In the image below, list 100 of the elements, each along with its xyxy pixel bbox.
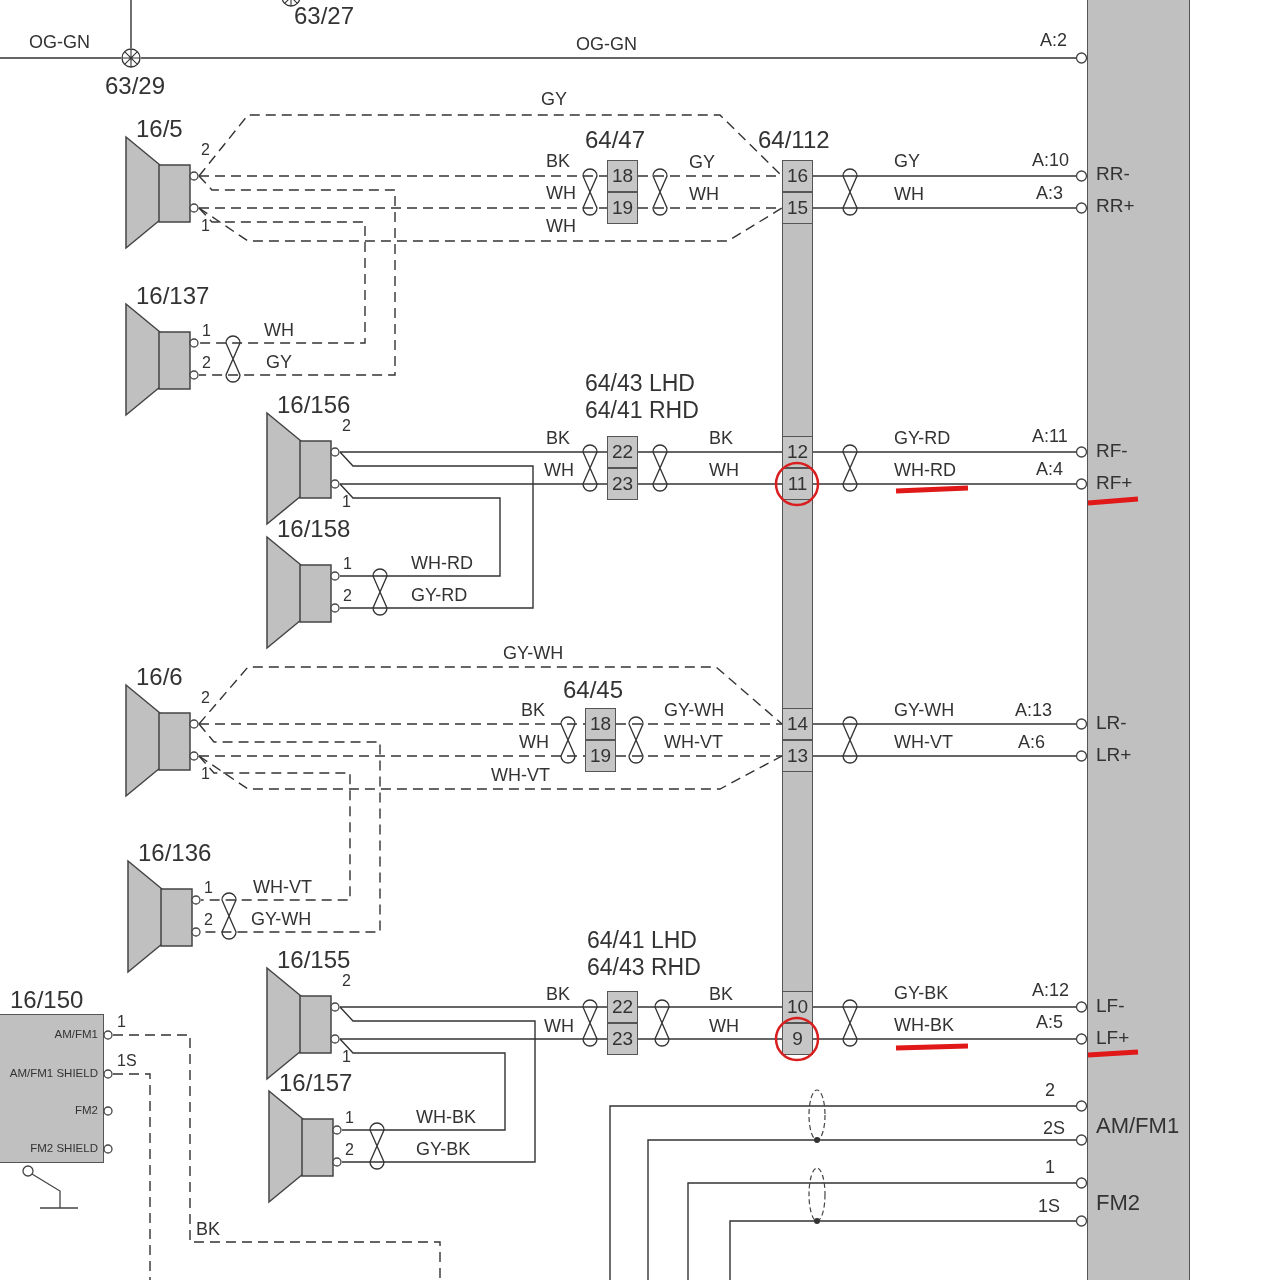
wire xyxy=(615,723,783,725)
component-label: 16/137 xyxy=(136,282,210,310)
wire xyxy=(812,207,1077,209)
connector-cavity: 11 xyxy=(782,468,813,500)
wire xyxy=(339,1006,608,1008)
connector-label: 64/43 LHD xyxy=(585,370,695,397)
speaker xyxy=(269,1091,342,1202)
pin-number: 1 xyxy=(204,879,213,898)
connector-cavity: 10 xyxy=(782,991,813,1023)
pin-number: A:4 xyxy=(1036,459,1064,480)
wire xyxy=(198,175,396,376)
component-label: 63/27 xyxy=(294,2,355,30)
speaker xyxy=(267,537,340,648)
connector-cavity: 13 xyxy=(782,740,813,772)
pin-name: FM2 xyxy=(75,1104,98,1118)
wire xyxy=(198,723,381,933)
control-module xyxy=(1076,0,1190,1280)
pin-number: 1 xyxy=(201,765,210,784)
connector-cavity: 9 xyxy=(782,1023,813,1055)
connector-cavity: 16 xyxy=(782,160,813,192)
wire xyxy=(812,1038,1077,1040)
wire xyxy=(198,755,586,757)
component-label: 16/157 xyxy=(279,1069,353,1097)
component-label: 16/5 xyxy=(136,115,183,143)
pin-number: 2 xyxy=(201,689,210,708)
pin-number: 2 xyxy=(202,354,211,373)
connector-cavity: 22 xyxy=(607,436,638,468)
wire xyxy=(647,1139,1077,1280)
pin-number: A:13 xyxy=(1015,700,1053,721)
wire xyxy=(637,483,783,485)
component-label: 16/136 xyxy=(138,839,212,867)
pin-number: 1 xyxy=(343,555,352,574)
pin-name: LR- xyxy=(1096,712,1127,734)
pin-name: FM2 xyxy=(1096,1190,1140,1216)
connector-label: 64/45 xyxy=(563,676,624,704)
pin-number: 1 xyxy=(342,493,351,512)
wire xyxy=(198,207,366,344)
pin-name: AM/FM1 xyxy=(1096,1113,1180,1139)
wire xyxy=(637,451,783,453)
wire xyxy=(812,723,1077,725)
wire xyxy=(637,1038,783,1040)
wire xyxy=(198,207,783,242)
wire xyxy=(112,1034,441,1280)
wire xyxy=(0,57,122,59)
wire xyxy=(812,755,1077,757)
pin-number: 1 xyxy=(202,322,211,341)
speaker xyxy=(126,304,199,415)
pin-number: A:11 xyxy=(1032,426,1068,447)
wire xyxy=(615,755,783,757)
wire xyxy=(198,175,608,177)
wire xyxy=(198,723,586,725)
wire xyxy=(687,1182,1077,1280)
pin-number: A:10 xyxy=(1032,150,1070,171)
pin-name: LR+ xyxy=(1096,744,1132,766)
pin-number: 2 xyxy=(204,911,213,930)
wire xyxy=(198,207,608,209)
wire xyxy=(812,1006,1077,1008)
wire xyxy=(140,57,1077,59)
pin-number: 2 xyxy=(342,417,351,436)
connector-cavity: 18 xyxy=(585,708,616,740)
pin-number: 2 xyxy=(1045,1080,1055,1101)
pin-number: A:6 xyxy=(1018,732,1046,753)
speaker xyxy=(128,861,201,972)
pin-name: AM/FM1 SHIELD xyxy=(9,1067,98,1081)
splice-point xyxy=(121,48,141,68)
pin-number: 2 xyxy=(342,972,351,991)
component-label: 16/156 xyxy=(277,391,351,419)
wire xyxy=(112,1073,151,1280)
pin-name: LF+ xyxy=(1096,1027,1130,1049)
splice-point xyxy=(281,0,301,7)
pin-number: 1 xyxy=(342,1048,351,1067)
wire xyxy=(339,483,501,577)
wire xyxy=(198,666,783,725)
pin-number: A:5 xyxy=(1036,1012,1064,1033)
wire xyxy=(637,1006,783,1008)
connector-cavity: 19 xyxy=(585,740,616,772)
pin-name: RF+ xyxy=(1096,472,1133,494)
speaker xyxy=(126,685,199,796)
pin-name: RR- xyxy=(1096,163,1130,185)
wire xyxy=(339,451,608,453)
wire xyxy=(339,451,534,609)
connector-cavity: 18 xyxy=(607,160,638,192)
connector-label: 64/43 RHD xyxy=(587,954,701,981)
component-label: 16/155 xyxy=(277,946,351,974)
connector-label: 64/41 LHD xyxy=(587,927,697,954)
pin-number: A:2 xyxy=(1040,30,1068,51)
pin-name: FM2 SHIELD xyxy=(30,1142,98,1156)
pin-number: 1S xyxy=(1038,1196,1061,1217)
pin-number: 1 xyxy=(201,217,210,236)
wire xyxy=(198,114,783,177)
wire xyxy=(198,755,351,901)
connector-cavity: 19 xyxy=(607,192,638,224)
connector-cavity: 14 xyxy=(782,708,813,740)
pin-name: AM/FM1 xyxy=(54,1028,98,1042)
pin-name: RF- xyxy=(1096,440,1128,462)
wire xyxy=(198,755,783,790)
pin-number: 2S xyxy=(1043,1118,1066,1139)
wire xyxy=(812,483,1077,485)
connector-cavity: 22 xyxy=(607,991,638,1023)
connector-label: 64/41 RHD xyxy=(585,397,699,424)
